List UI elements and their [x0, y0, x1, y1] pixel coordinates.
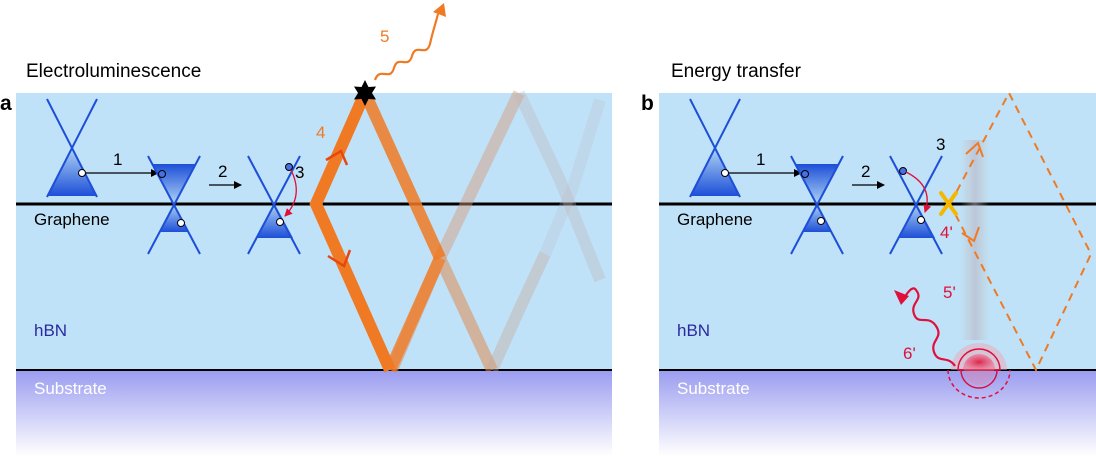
- direction-chevron: [325, 149, 349, 166]
- blocked-photon-path: [949, 90, 1093, 373]
- guided-photon-path: [309, 90, 446, 373]
- graphene-label: Graphene: [34, 210, 110, 229]
- direction-chevron: [961, 226, 980, 243]
- step-6p-label: 6': [903, 344, 916, 363]
- emitted-photon-wave: [373, 13, 440, 81]
- hole-dot: [177, 219, 185, 227]
- electron-dot: [285, 163, 293, 171]
- dirac-cone-1: [689, 98, 741, 198]
- outcoupling-star-icon: [354, 80, 376, 106]
- hole-dot: [917, 216, 925, 224]
- substrate-label: Substrate: [677, 379, 750, 398]
- direction-chevron: [965, 141, 984, 158]
- panel-a: a Electroluminescence Graphene hBN Subst…: [0, 3, 612, 456]
- electron-dot: [158, 170, 166, 178]
- step-3-label: 3: [936, 135, 945, 154]
- hbn-label: hBN: [34, 321, 67, 340]
- step-1-label: 1: [113, 150, 122, 169]
- hole-dot: [817, 217, 825, 225]
- step-5-label: 5: [380, 27, 389, 46]
- panel-title: Electroluminescence: [26, 61, 201, 82]
- hbn-label: hBN: [677, 321, 710, 340]
- dirac-cone-1: [46, 98, 98, 198]
- emitted-photon-arrowhead: [433, 3, 446, 17]
- blocked-mark-icon: [939, 191, 958, 216]
- dirac-cone-2: [147, 155, 201, 255]
- step-4-label: 4: [316, 123, 325, 142]
- recombination-arrow: [905, 171, 932, 213]
- step-2-label: 2: [861, 162, 870, 181]
- hbn-layer: [659, 93, 1096, 370]
- emitter-site: [947, 343, 1011, 399]
- hbn-layer: [16, 93, 612, 370]
- substrate-label: Substrate: [34, 379, 107, 398]
- emitted-photon-wave: [901, 287, 956, 367]
- panel-letter: b: [641, 92, 654, 115]
- graphene-label: Graphene: [677, 210, 753, 229]
- hole-dot: [276, 218, 284, 226]
- hole-dot: [78, 169, 86, 177]
- electron-dot: [801, 170, 809, 178]
- dirac-cone-2: [790, 155, 844, 255]
- hole-dot: [721, 169, 729, 177]
- step-5p-label: 5': [943, 283, 956, 302]
- dirac-cone-3: [889, 155, 943, 255]
- step-2-label: 2: [218, 162, 227, 181]
- electron-dot: [899, 167, 907, 175]
- panel-title: Energy transfer: [671, 61, 802, 82]
- emitted-photon-arrowhead: [894, 290, 909, 305]
- panel-letter: a: [0, 92, 12, 115]
- direction-chevron: [327, 249, 352, 268]
- substrate-layer: [659, 370, 1096, 456]
- dirac-cone-3: [247, 155, 301, 255]
- substrate-layer: [16, 370, 612, 456]
- recombination-arrow: [284, 169, 297, 217]
- step-4p-label: 4': [940, 223, 953, 242]
- step-3-label: 3: [295, 163, 304, 182]
- panel-b: b Energy transfer Graphene hBN Substrate…: [641, 61, 1096, 456]
- step-1-label: 1: [756, 150, 765, 169]
